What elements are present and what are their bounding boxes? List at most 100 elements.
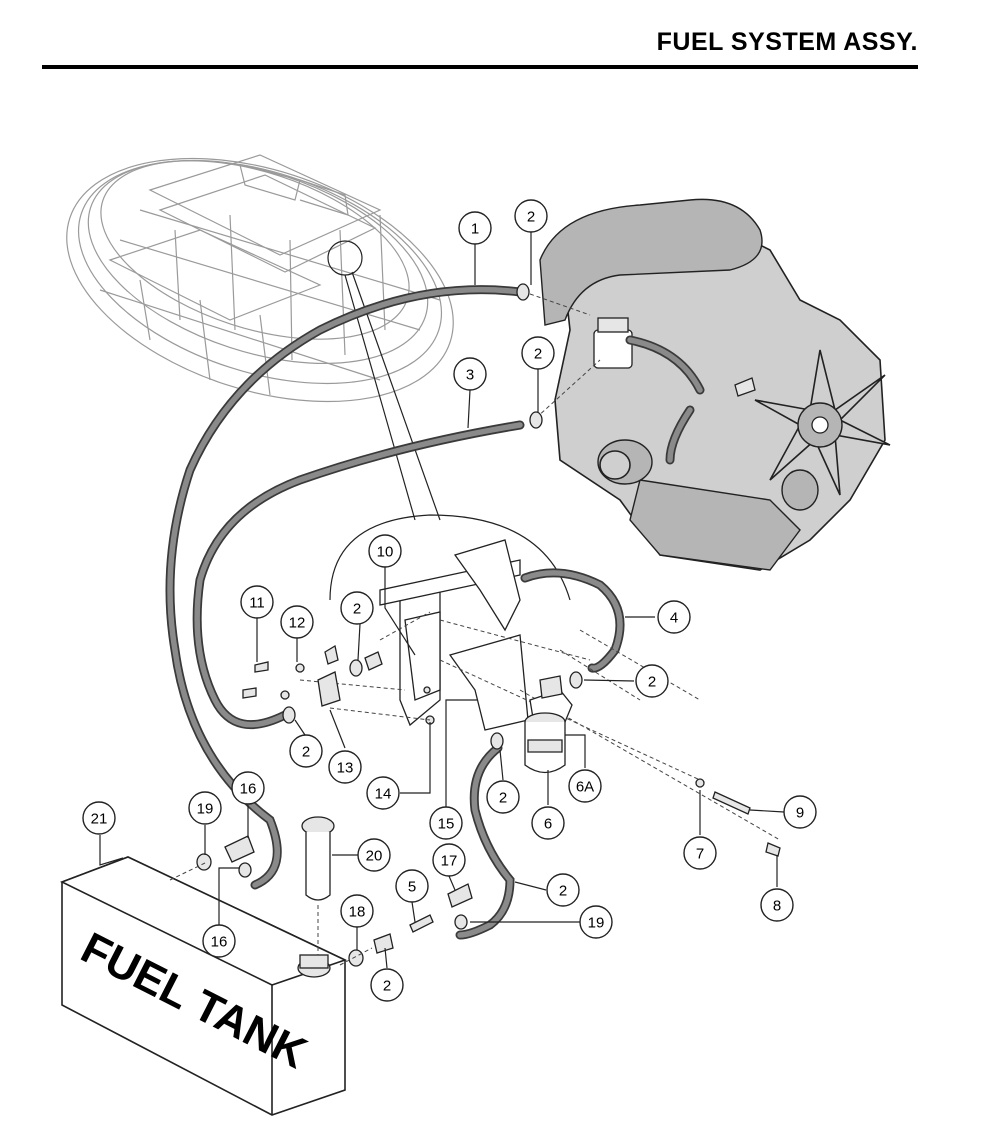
fuel-level-sender bbox=[301, 816, 335, 955]
callout-number: 10 bbox=[377, 544, 394, 561]
hose-clamps-and-fittings bbox=[238, 283, 781, 930]
callout-number: 9 bbox=[796, 805, 804, 822]
callout-circle bbox=[395, 869, 429, 903]
callout-number: 19 bbox=[588, 915, 605, 932]
callout-number: 21 bbox=[91, 811, 108, 828]
fuel-tank: FUEL TANK bbox=[59, 856, 348, 1116]
callout-circle bbox=[82, 801, 116, 835]
callout-number: 17 bbox=[441, 853, 458, 870]
callout-number: 3 bbox=[466, 367, 474, 384]
callout-circle bbox=[429, 806, 463, 840]
callout-15: 15 bbox=[429, 806, 463, 840]
callout-6a: 6A bbox=[568, 769, 602, 803]
callout-number: 2 bbox=[527, 209, 535, 226]
callout-circle bbox=[546, 873, 580, 907]
callout-circle bbox=[635, 664, 669, 698]
vehicle-frame bbox=[66, 154, 454, 403]
callout-19: 19 bbox=[188, 791, 222, 825]
callout-circle bbox=[453, 357, 487, 391]
fuel-filter bbox=[524, 675, 573, 774]
callout-3: 3 bbox=[453, 357, 487, 391]
page-title: FUEL SYSTEM ASSY. bbox=[656, 28, 918, 56]
callout-leaders bbox=[99, 232, 785, 969]
callout-circle bbox=[783, 795, 817, 829]
callout-16: 16 bbox=[231, 771, 265, 805]
callout-circle bbox=[340, 894, 374, 928]
title-underline bbox=[42, 65, 918, 69]
callout-19: 19 bbox=[579, 905, 613, 939]
callout-circle bbox=[366, 776, 400, 810]
callout-4: 4 bbox=[657, 600, 691, 634]
callout-2: 2 bbox=[514, 199, 548, 233]
callout-circle bbox=[458, 211, 492, 245]
callout-bubbles: 12231024111222131415266A7982119162016175… bbox=[82, 199, 817, 1002]
callout-number: 6 bbox=[544, 816, 552, 833]
callout-5: 5 bbox=[395, 869, 429, 903]
callout-circle bbox=[657, 600, 691, 634]
callout-2: 2 bbox=[521, 336, 555, 370]
callout-number: 14 bbox=[375, 786, 392, 803]
callout-number: 5 bbox=[408, 879, 416, 896]
callout-circle bbox=[328, 750, 362, 784]
callout-number: 20 bbox=[366, 848, 383, 865]
fuel-hoses bbox=[165, 285, 625, 940]
callout-10: 10 bbox=[368, 534, 402, 568]
callout-number: 18 bbox=[349, 904, 366, 921]
callout-2: 2 bbox=[370, 968, 404, 1002]
callout-number: 2 bbox=[383, 978, 391, 995]
callout-circle bbox=[202, 924, 236, 958]
callout-17: 17 bbox=[432, 843, 466, 877]
callout-21: 21 bbox=[82, 801, 116, 835]
callout-number: 1 bbox=[471, 221, 479, 238]
callout-circle bbox=[760, 888, 794, 922]
callout-circle bbox=[289, 734, 323, 768]
callout-2: 2 bbox=[635, 664, 669, 698]
callout-number: 2 bbox=[648, 674, 656, 691]
callout-12: 12 bbox=[280, 605, 314, 639]
filter-mounting-bracket bbox=[299, 539, 781, 841]
callout-circle bbox=[231, 771, 265, 805]
callout-circle bbox=[432, 843, 466, 877]
callout-circle bbox=[340, 591, 374, 625]
callout-14: 14 bbox=[366, 776, 400, 810]
callout-number: 2 bbox=[353, 601, 361, 618]
callout-circle bbox=[357, 838, 391, 872]
callout-2: 2 bbox=[546, 873, 580, 907]
callout-20: 20 bbox=[357, 838, 391, 872]
callout-6: 6 bbox=[531, 806, 565, 840]
callout-number: 13 bbox=[337, 760, 354, 777]
callout-number: 2 bbox=[559, 883, 567, 900]
engine-assembly bbox=[539, 198, 891, 571]
callout-1: 1 bbox=[458, 211, 492, 245]
callout-circle bbox=[531, 806, 565, 840]
callout-circle bbox=[240, 585, 274, 619]
callout-circle bbox=[280, 605, 314, 639]
callout-number: 2 bbox=[499, 790, 507, 807]
engine-fan bbox=[754, 349, 891, 511]
callout-number: 19 bbox=[197, 801, 214, 818]
callout-number: 12 bbox=[289, 615, 306, 632]
callout-circle bbox=[521, 336, 555, 370]
callout-number: 15 bbox=[438, 816, 455, 833]
callout-number: 11 bbox=[249, 595, 265, 612]
callout-13: 13 bbox=[328, 750, 362, 784]
callout-circle bbox=[683, 836, 717, 870]
callout-number: 8 bbox=[773, 898, 781, 915]
callout-circle bbox=[188, 791, 222, 825]
callout-circle bbox=[579, 905, 613, 939]
callout-9: 9 bbox=[783, 795, 817, 829]
callout-circle bbox=[486, 780, 520, 814]
callout-circle bbox=[514, 199, 548, 233]
tank-fittings bbox=[169, 835, 473, 967]
callout-11: 11 bbox=[240, 585, 274, 619]
callout-circle bbox=[568, 769, 602, 803]
callout-number: 6A bbox=[576, 779, 594, 796]
callout-number: 16 bbox=[240, 781, 257, 798]
callout-16: 16 bbox=[202, 924, 236, 958]
callout-2: 2 bbox=[340, 591, 374, 625]
callout-number: 16 bbox=[211, 934, 228, 951]
callout-number: 2 bbox=[302, 744, 310, 761]
callout-number: 4 bbox=[670, 610, 678, 627]
